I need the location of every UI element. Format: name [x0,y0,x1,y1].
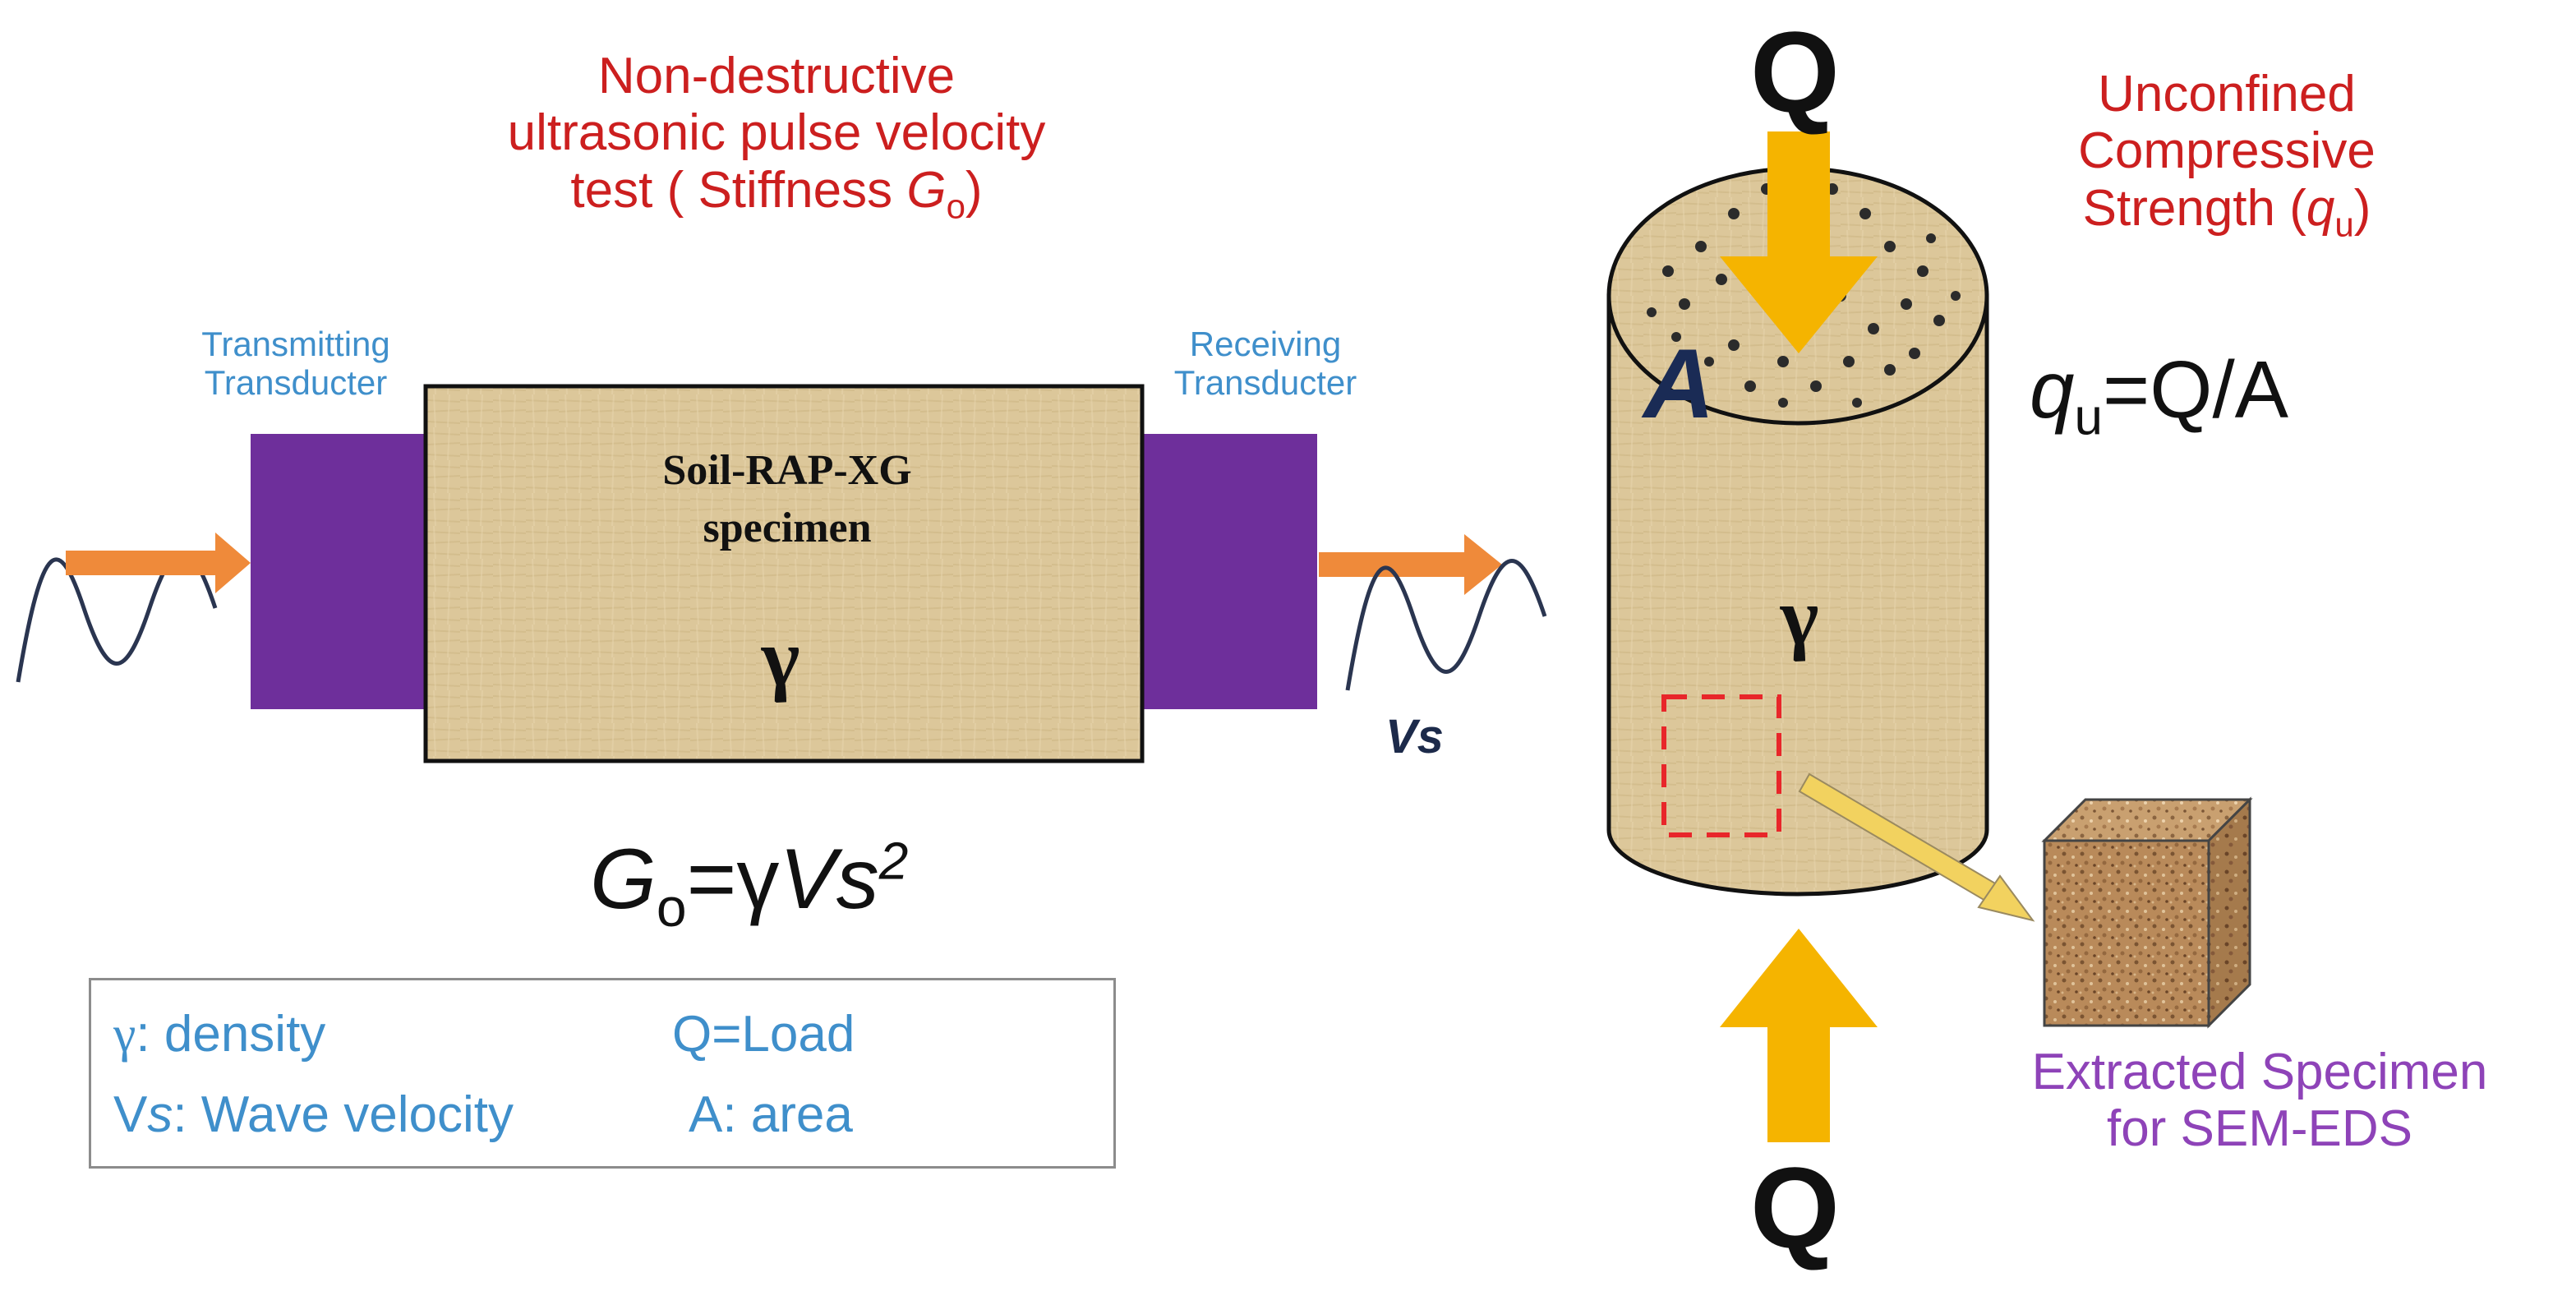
area-label: A [1643,329,1715,439]
upv-title-line1: Non-destructive [597,48,956,104]
output-wave-arrow [1319,534,1502,595]
transmitting-transducer [251,434,431,709]
extraction-region-dashed [1661,694,1781,837]
cylinder-density-symbol: γ [1780,571,1819,662]
legend-wave-velocity: Vs: Wave velocity [113,1086,514,1143]
specimen-density-symbol: γ [761,612,800,703]
legend-box [89,978,1116,1169]
input-wave-arrow [66,533,251,593]
ucs-test-title: Unconfined Compressive Strength (qu) [1988,66,2465,243]
extracted-specimen-label: Extracted Specimen for SEM-EDS [2031,1044,2488,1158]
bottom-load-arrow [1720,929,1878,1142]
upv-title-line2: ultrasonic pulse velocity [507,104,1046,162]
receiving-transducer [1138,434,1317,709]
extracted-cube [2041,796,2253,1029]
specimen-name-label: Soil-RAP-XG specimen [662,447,912,552]
wave-velocity-label: Vs [1385,710,1444,763]
output-wave-icon [1345,559,1547,691]
legend-area: A: area [689,1086,853,1143]
ucs-title-line3: Strength (qu) [2082,179,2371,244]
top-load-arrow [1720,131,1878,353]
soil-specimen-block [423,384,1145,763]
ucs-formula: qu=Q/A [2030,344,2289,446]
stiffness-formula: Go=γVs2 [590,831,909,938]
upv-test-title: Non-destructive ultrasonic pulse velocit… [353,48,1200,225]
transmitting-transducer-label: Transmitting Transducter [201,325,390,403]
cylinder-specimen [1606,293,1989,897]
upv-title-line3: test ( Stiffness Go) [570,161,983,226]
extraction-arrow [1798,772,2035,922]
legend-density: γ: density [113,1006,326,1063]
receiving-transducer-label: Receiving Transducter [1173,325,1357,403]
bottom-load-label: Q [1750,1143,1840,1272]
top-load-label: Q [1750,7,1840,136]
legend-load: Q=Load [672,1006,855,1063]
